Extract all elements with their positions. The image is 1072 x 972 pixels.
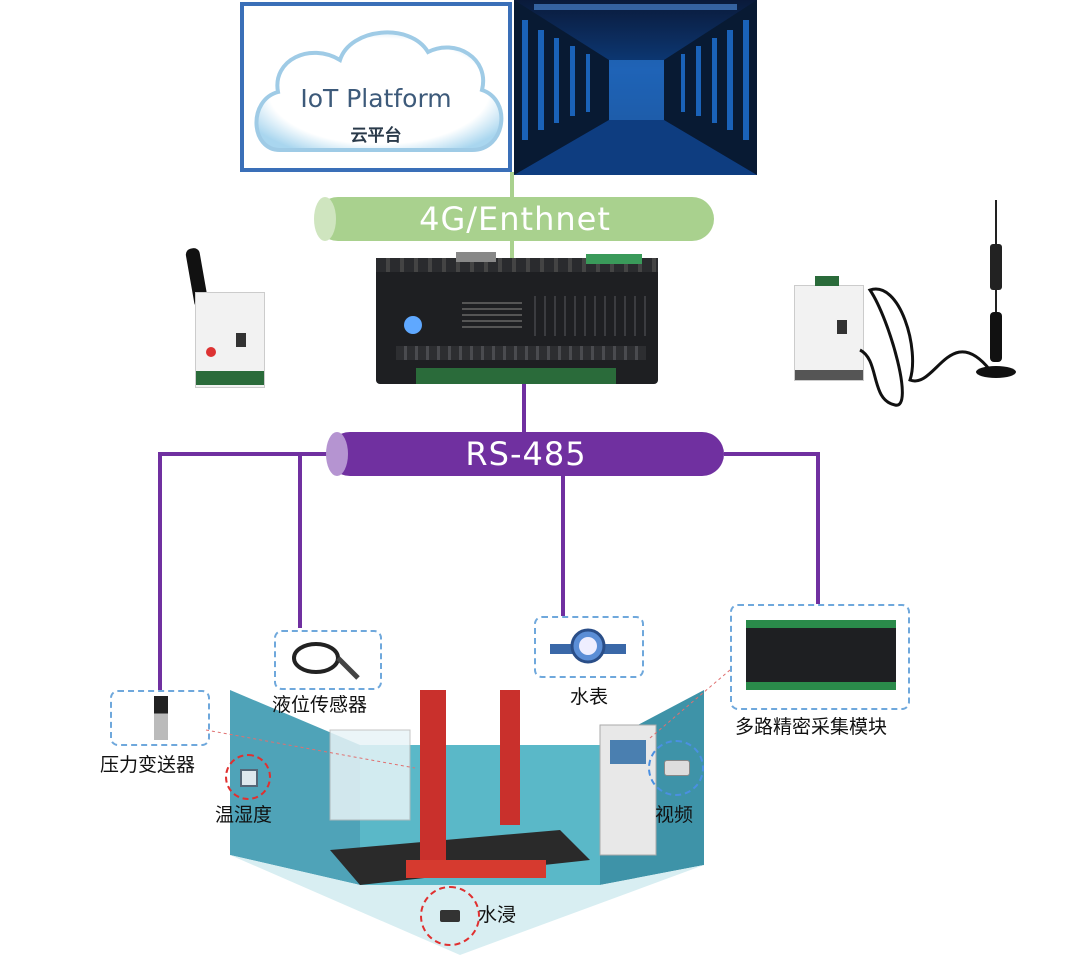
flood-sensor-marker xyxy=(420,886,480,946)
terminal-strip xyxy=(795,370,863,380)
bus-drop-level xyxy=(298,456,302,628)
gateway-bus-link xyxy=(522,384,526,432)
pressure-transmitter-box xyxy=(110,690,210,746)
terminal-green xyxy=(586,254,642,264)
brand-logo-icon xyxy=(404,316,422,334)
wireless-module-right xyxy=(794,276,864,381)
water-meter-icon xyxy=(550,628,626,664)
cloud-subtitle: 云平台 xyxy=(350,126,402,146)
terminal-green xyxy=(746,682,896,690)
acquisition-module-icon xyxy=(746,620,896,690)
water-leak-icon xyxy=(440,910,460,922)
network-pipe: 4G/Enthnet xyxy=(314,197,714,241)
acquisition-module-label: 多路精密采集模块 xyxy=(735,716,888,738)
usb-port xyxy=(236,333,246,347)
terminal-green xyxy=(196,371,264,385)
terminal-green xyxy=(815,276,839,286)
rs485-bus-pipe: RS-485 xyxy=(326,432,724,476)
acquisition-module-box xyxy=(730,604,910,710)
pipe-cap xyxy=(326,432,348,476)
brand-logo-icon xyxy=(206,347,216,357)
antenna-cable-icon xyxy=(859,200,1016,407)
pressure-label: 压力变送器 xyxy=(100,754,196,776)
bus-drop-meter xyxy=(561,476,565,616)
camera-marker xyxy=(648,740,704,796)
wireless-module-left xyxy=(195,292,265,388)
bus-branch-left xyxy=(158,452,330,456)
network-link-top xyxy=(510,172,514,200)
level-sensor-box xyxy=(274,630,382,690)
water-meter-label: 水表 xyxy=(570,686,609,708)
cloud-title: IoT Platform xyxy=(300,84,452,113)
video-label: 视频 xyxy=(655,804,694,826)
port-connector xyxy=(456,252,496,262)
temp-humidity-marker xyxy=(225,754,271,800)
pump-room-illustration xyxy=(230,690,704,955)
gateway-device xyxy=(376,252,658,384)
terminal-green xyxy=(746,620,896,628)
pipe-cap xyxy=(314,197,336,241)
pressure-sensor-icon xyxy=(154,696,168,740)
cloud-platform-panel: IoT Platform 云平台 xyxy=(240,2,512,172)
bottom-terminals xyxy=(396,346,646,360)
bus-drop-pressure xyxy=(158,452,162,692)
level-label: 液位传感器 xyxy=(272,694,368,716)
level-sensor-icon xyxy=(292,642,360,680)
camera-icon xyxy=(664,760,690,776)
bus-drop-module xyxy=(816,452,820,604)
temp-humidity-label: 温湿度 xyxy=(215,804,273,826)
led-panel xyxy=(462,298,522,332)
bus-label: RS-485 xyxy=(465,435,587,473)
din-rail-green xyxy=(416,368,616,384)
water-meter-box xyxy=(534,616,644,678)
server-room-image xyxy=(514,0,757,175)
usb-port xyxy=(837,320,847,334)
network-link-bottom xyxy=(510,240,514,270)
flood-label: 水浸 xyxy=(478,904,517,926)
server-racks-icon xyxy=(514,0,757,175)
bus-branch-right xyxy=(724,452,820,456)
network-label: 4G/Enthnet xyxy=(419,200,611,238)
thermometer-icon xyxy=(240,769,258,787)
cloud-icon xyxy=(254,30,504,152)
io-labels xyxy=(526,296,646,336)
